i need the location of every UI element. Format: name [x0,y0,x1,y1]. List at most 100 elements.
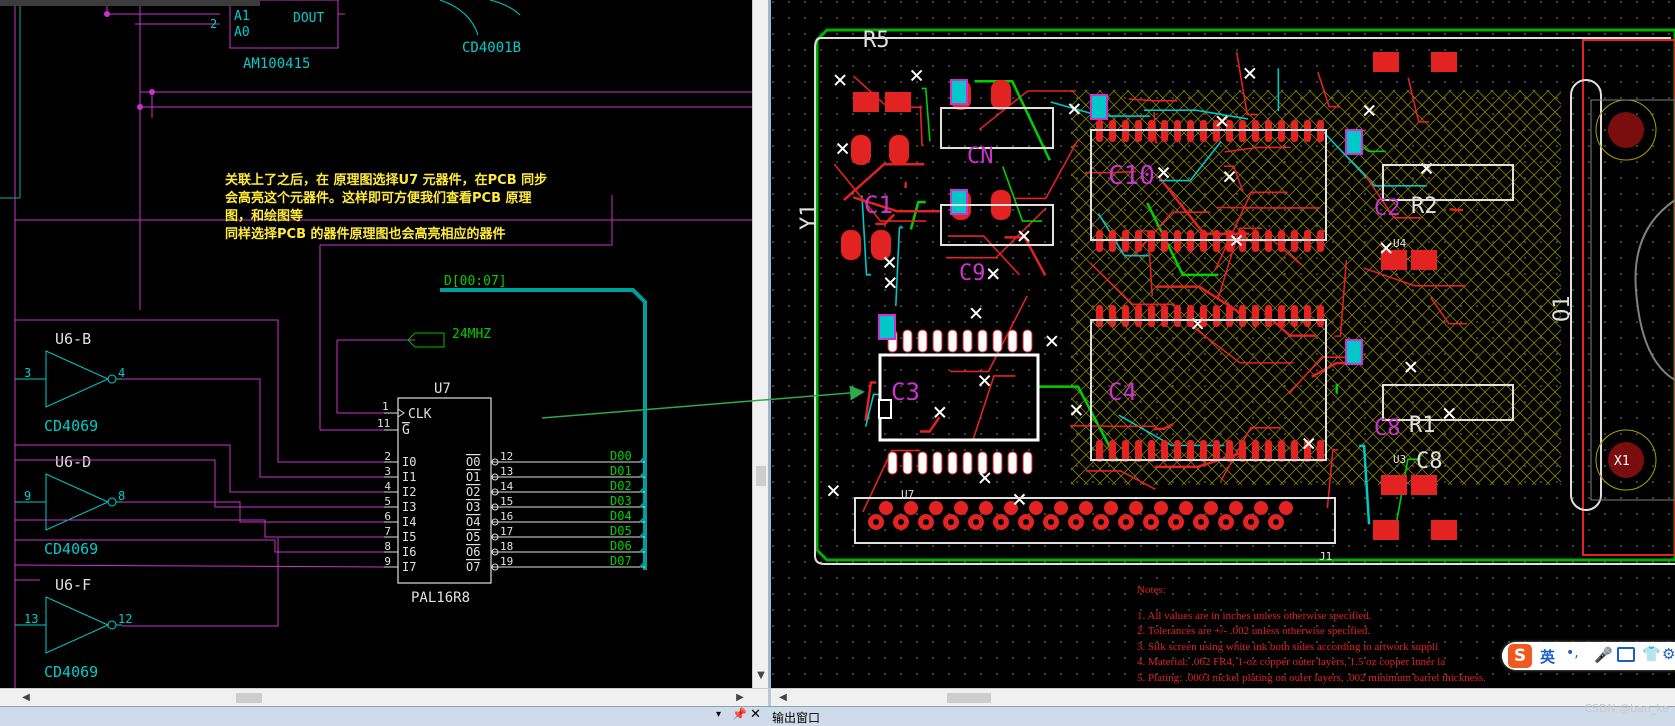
net-label: D07 [610,554,632,568]
u7-output-pin-num: 17 [500,525,513,538]
u7-output-pin-num: 15 [500,495,513,508]
u7-input-pin-num: 3 [384,465,391,478]
u7-output-pin-num: 14 [500,480,514,493]
u7-output-pin-num: 13 [500,465,513,478]
schematic-editor[interactable]: A1 A0 2 DOUT AM100415 CD4001B 24MHZ D[00… [0,0,768,707]
output-window-tab[interactable]: 输出窗口 [772,711,821,725]
pcb-canvas[interactable]: R5 Y1 CN C10 C1 C9 C3 C4 C2 R2 C8 R1 C8 … [771,0,1675,688]
pcb-label-u4: U4 [1393,237,1407,250]
pcb-label-r5: R5 [863,28,890,53]
watermark: CSDN @ban_ke [1584,702,1669,715]
data-bus[interactable] [440,288,647,570]
inverter-part: CD4069 [44,663,98,681]
pcb-label-x1: X1 [1614,454,1630,469]
note-line-4: 4. Material: .062 FR4, 1-oz copper outer… [1137,656,1446,668]
u7-input-pin-num: 2 [384,450,391,463]
u7-input-pin-num: 5 [384,495,391,508]
inverter-symbol[interactable] [45,350,110,408]
u7-input-label: I2 [402,485,416,499]
u7-output-pin-num: 12 [500,450,513,463]
pcb-label-c3: C3 [891,378,920,406]
u7-input-label: I5 [402,530,416,544]
pcb-label-j1: J1 [1319,550,1332,563]
u7-output-label: O2 [466,485,480,499]
net-label: D01 [610,464,632,478]
u7-output-pin-num: 18 [500,540,513,553]
pcb-label-c9: C9 [959,261,986,286]
notes-title: Notes: [1137,584,1166,596]
pane-splitter[interactable] [768,0,771,688]
net-label: D03 [610,494,632,508]
inverter-in-pin: 13 [24,612,38,626]
pcb-label-u7: U7 [901,488,914,501]
u7-input-pin-num: 9 [384,555,391,568]
inverter-symbol[interactable] [45,596,110,654]
am-pin-a1: A1 [234,9,250,24]
pcb-label-cn: CN [967,144,994,169]
ime-punct-icon[interactable]: •, [1566,645,1579,661]
note-line-1: 1. All values are in inches unless other… [1137,609,1372,622]
schematic-vscroll-thumb[interactable] [756,466,766,486]
u7-output-label: O6 [466,545,480,559]
ime-logo-icon[interactable]: S [1508,644,1532,668]
pcb-label-c1: C1 [864,191,893,219]
u7-output-label: O5 [466,530,480,544]
u7-input-label: I3 [402,500,416,514]
am-dout: DOUT [293,11,324,26]
u7-body[interactable] [397,397,492,584]
panel-close-icon[interactable]: ✕ [750,707,761,722]
schematic-canvas[interactable]: A1 A0 2 DOUT AM100415 CD4001B 24MHZ D[00… [0,0,752,688]
u7-ref: U7 [434,381,451,397]
u7-input-label: I4 [402,515,416,529]
u7-g-label: G [402,423,410,438]
toolbar-strip [0,0,260,6]
inverter-out-pin: 4 [118,366,125,380]
pcb-editor[interactable]: R5 Y1 CN C10 C1 C9 C3 C4 C2 R2 C8 R1 C8 … [771,0,1675,707]
u7-output-label: O3 [466,500,480,514]
net-label: D06 [610,539,632,553]
pcb-label-c2: C2 [1374,196,1401,221]
inverter-part: CD4069 [44,417,98,435]
pcb-label-c8-magenta: C8 [1374,416,1401,441]
ime-more-icon[interactable]: ⚙ [1662,645,1675,663]
u7-footprint-highlight[interactable] [878,353,1040,442]
ime-keyboard-icon[interactable] [1617,647,1635,662]
u7-input-pin-num: 6 [384,510,391,523]
ime-skin-icon[interactable]: 👕 [1642,645,1661,663]
panel-dropdown-icon[interactable]: ▾ [716,709,722,720]
inverter-ref: U6-D [55,453,91,471]
u7-output-label: O0 [466,455,480,469]
inverter-out-pin: 8 [118,489,125,503]
u7-input-label: I7 [402,560,416,574]
pcb-label-y1: Y1 [797,204,822,231]
pcb-label-c10: C10 [1108,161,1155,191]
pcb-label-c8: C8 [1416,449,1443,474]
ime-toolbar[interactable]: S 英 •, 🎤 👕 ⚙ [1502,642,1675,670]
u7-output-label: O4 [466,515,480,529]
schematic-vertical-scrollbar[interactable]: ▼ [752,0,768,688]
pcb-label-r2: R2 [1411,194,1438,219]
panel-pin-icon[interactable]: 📌 [732,707,747,721]
inverter-out-pin: 12 [118,612,132,626]
inverter-symbol[interactable] [45,473,110,531]
am-part-name: AM100415 [243,56,310,72]
u7-clk-pin: 1 [382,400,389,413]
u7-input-label: I0 [402,455,416,469]
u7-clk-label: CLK [408,407,432,422]
inverter-in-pin: 9 [24,489,31,503]
ime-mic-icon[interactable]: 🎤 [1594,646,1613,664]
am-pin-a0: A0 [234,25,250,40]
bottom-panel-bar: ▾ 📌 ✕ [0,706,1675,726]
schematic-scroll-down[interactable]: ▼ [757,670,765,681]
inverter-part: CD4069 [44,540,98,558]
note-line-5: 5. Plating: .0003 nickel plating on oute… [1137,671,1486,684]
fabrication-notes: Notes: 1. All values are in inches unles… [1137,583,1486,686]
ime-lang-toggle[interactable]: 英 [1540,648,1556,666]
cd4001-part-name: CD4001B [462,40,521,56]
net-label: D02 [610,479,632,493]
bus-label: D[00:07] [444,274,507,289]
net-label: D04 [610,509,632,523]
pcb-label-u3: U3 [1393,453,1406,466]
u7-input-pin-num: 7 [384,525,391,538]
inverter-ref: U6-B [55,330,91,348]
